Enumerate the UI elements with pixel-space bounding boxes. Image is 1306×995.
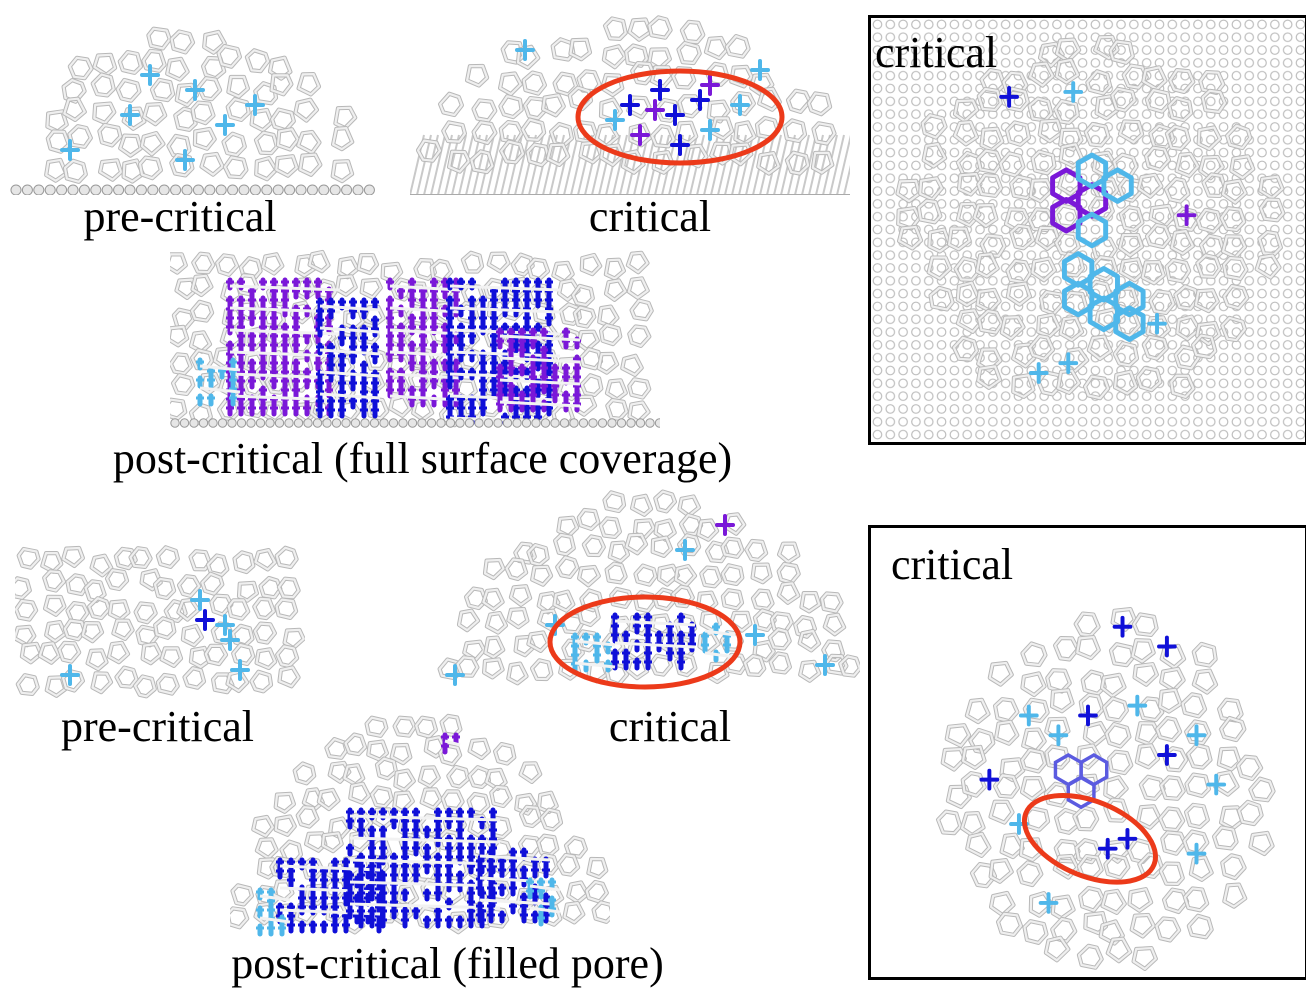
caption-top-precritical: pre-critical — [83, 192, 277, 241]
substrate-lattice — [410, 134, 850, 195]
purple-region — [196, 277, 581, 426]
substrate-beads — [170, 418, 660, 428]
nucleus-sites — [571, 612, 736, 673]
bottom-inset-label: critical — [891, 540, 1014, 589]
light-blue-sites — [979, 615, 1227, 914]
top-critical-inset: critical — [868, 15, 1306, 445]
light-blue-sites — [60, 589, 250, 686]
caption-bottom-precritical: pre-critical — [61, 702, 254, 751]
caption-top-critical: critical — [588, 192, 712, 241]
bottom-postcritical-cluster — [230, 710, 610, 940]
hexagon-nucleus — [1050, 152, 1146, 342]
network-dome — [437, 489, 860, 687]
top-postcritical-svg — [170, 249, 660, 428]
bottom-critical-cluster — [435, 485, 860, 695]
network-dome — [44, 26, 358, 184]
top-critical-cluster — [410, 10, 850, 195]
bottom-critical-inset: critical — [868, 525, 1306, 980]
bottom-precritical-cluster — [15, 545, 305, 705]
filled-pore — [256, 732, 561, 937]
network-dome — [415, 15, 837, 176]
bottom-critical-svg — [437, 489, 860, 690]
caption-bottom-critical: critical — [608, 702, 732, 751]
hexagon-outline — [1053, 752, 1109, 810]
light-blue-sites — [999, 81, 1197, 384]
top-precritical-cluster — [10, 20, 375, 195]
bottom-inset-svg — [936, 607, 1276, 971]
highlight-ring — [575, 68, 785, 166]
substrate-beads — [10, 184, 375, 195]
nucleus-sites — [515, 39, 770, 156]
top-critical-svg — [410, 15, 850, 195]
caption-bottom-postcritical: post-critical (filled pore) — [231, 939, 664, 988]
highlight-ring — [1021, 793, 1158, 885]
top-precritical-svg — [10, 26, 375, 195]
top-inset-label: critical — [875, 28, 998, 77]
highlight-ring — [547, 594, 743, 690]
top-postcritical-cluster — [170, 240, 660, 435]
network-block — [15, 545, 305, 699]
bottom-postcritical-svg — [230, 713, 610, 937]
light-blue-sites — [60, 64, 265, 171]
bottom-precritical-svg — [15, 545, 305, 699]
caption-top-postcritical: post-critical (full surface coverage) — [112, 434, 733, 483]
top-inset-svg — [871, 18, 1305, 442]
network-disk — [936, 607, 1276, 971]
